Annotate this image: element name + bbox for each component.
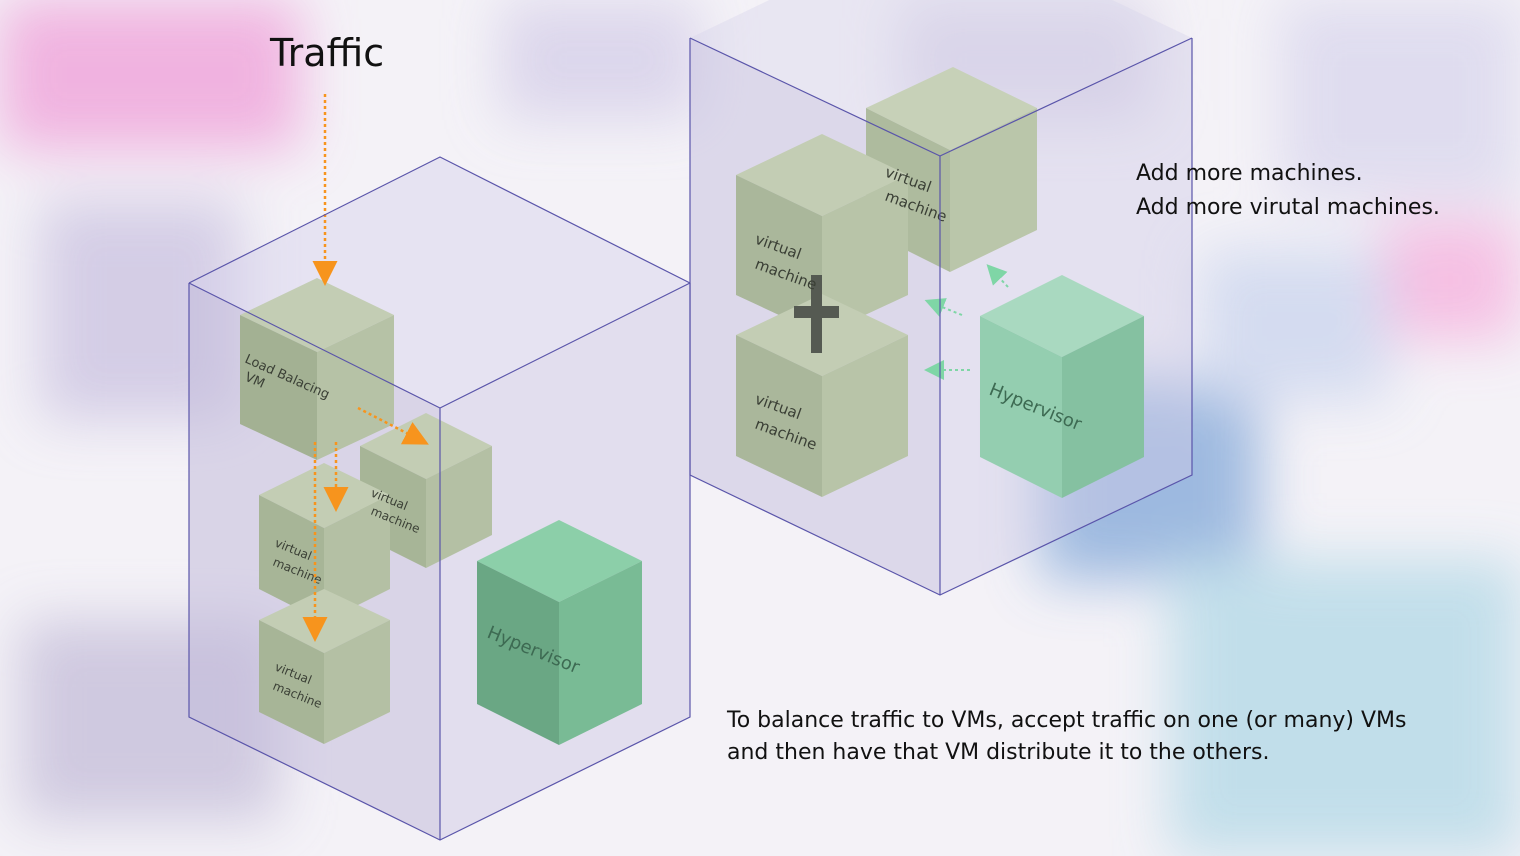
- vm-cube-bottom: [736, 294, 908, 497]
- balance-note-line2: and then have that VM distribute it to t…: [727, 740, 1269, 765]
- hypervisor-cube-left: [477, 520, 642, 745]
- vm-cube-middle: [736, 134, 908, 335]
- balance-note-line1: To balance traffic to VMs, accept traffi…: [726, 708, 1407, 733]
- scale-arrow-2: [924, 298, 963, 317]
- scale-out-note-line1: Add more machines.: [1136, 161, 1363, 186]
- scale-arrow-1: [986, 264, 1009, 288]
- scale-out-note-line2: Add more virutal machines.: [1136, 195, 1440, 220]
- load-balancing-vm-cube: [240, 278, 394, 460]
- plus-icon: [794, 275, 839, 353]
- left-box-edges: [188, 156, 691, 841]
- hypervisor-cube-right: [980, 275, 1144, 498]
- load-balancing-label-2: VM: [242, 370, 266, 392]
- traffic-title: Traffic: [269, 31, 384, 75]
